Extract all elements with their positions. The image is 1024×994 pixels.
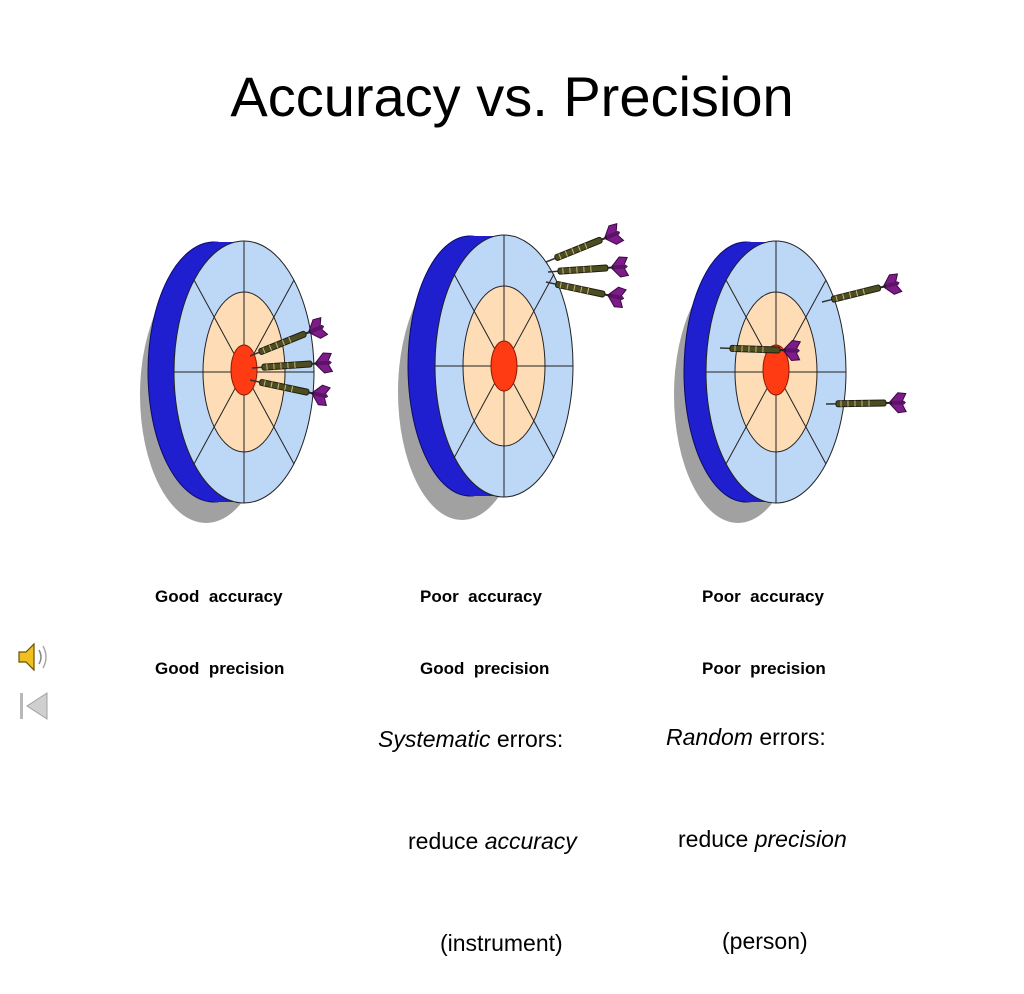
speaker-icon[interactable] [16,640,52,674]
target-3-caption: Poor accuracy Poor precision [702,537,826,705]
target-1-accuracy: Good accuracy [155,587,283,606]
target-2-caption: Poor accuracy Good precision [420,537,549,705]
systematic-errors-note: Systematic errors: reduce accuracy (inst… [378,654,577,994]
systematic-term: Systematic [378,726,491,752]
random-errors-note: Random errors: reduce precision (person) [666,652,847,992]
random-reduce: reduce [678,826,755,852]
systematic-quantity: accuracy [484,828,577,854]
slide-title: Accuracy vs. Precision [230,65,794,128]
first-slide-icon[interactable] [18,690,50,722]
systematic-reduce: reduce [408,828,485,854]
random-term: Random [666,724,753,750]
target-poor-accuracy-good-precision [398,221,630,520]
random-quantity: precision [754,826,847,852]
systematic-source: (instrument) [440,930,563,956]
random-suffix: errors: [752,724,826,750]
target-1-caption: Good accuracy Good precision [155,537,284,705]
target-good-accuracy-good-precision [140,240,334,523]
target-3-accuracy: Poor accuracy [702,587,824,606]
systematic-suffix: errors: [490,726,564,752]
target-3-precision: Poor precision [702,659,826,678]
dartboard-diagram [140,221,908,523]
target-2-accuracy: Poor accuracy [420,587,542,606]
target-poor-accuracy-poor-precision [674,240,908,523]
dart [541,221,625,273]
random-source: (person) [722,928,808,954]
target-2-precision: Good precision [420,659,550,678]
target-1-precision: Good precision [155,659,285,678]
